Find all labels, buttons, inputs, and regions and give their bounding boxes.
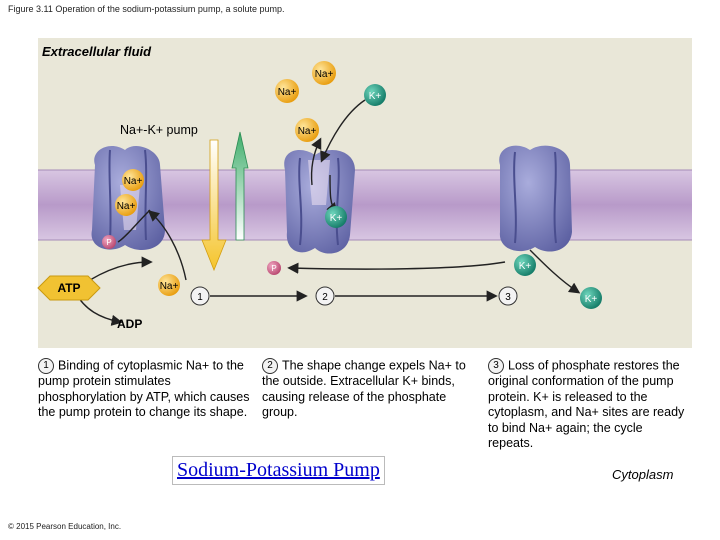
concentration-arrows	[201, 131, 249, 272]
phosphate	[102, 235, 116, 249]
ions	[37, 61, 602, 309]
k-ion	[325, 206, 347, 228]
pump-protein-3	[499, 145, 572, 252]
na-label: Na+	[124, 176, 143, 187]
na-label: Na+	[160, 281, 179, 292]
k-ion	[364, 84, 386, 106]
na-ion	[295, 118, 319, 142]
phosphate	[267, 261, 281, 275]
caption-text: Loss of phosphate restores the original …	[488, 358, 685, 450]
k-label: K+	[585, 294, 598, 305]
phosphate-label: P	[106, 238, 111, 247]
step-number: 2	[262, 358, 278, 374]
k-label: K+	[519, 261, 532, 272]
extracellular-label: Extracellular fluid	[42, 44, 152, 59]
na-label: Na+	[298, 126, 317, 137]
step-number: 1	[38, 358, 54, 374]
step-number: 3	[488, 358, 504, 374]
sodium-potassium-pump-link[interactable]: Sodium-Potassium Pump	[172, 456, 385, 485]
na-label: Na+	[278, 87, 297, 98]
phosphate-label: P	[271, 264, 276, 273]
na-ion	[275, 79, 299, 103]
step-marker-2-label: 2	[322, 292, 328, 303]
k-ion	[514, 254, 536, 276]
na-ion	[122, 169, 144, 191]
figure-title: Figure 3.11 Operation of the sodium-pota…	[8, 4, 285, 14]
na-label: Na+	[117, 201, 136, 212]
atp-shape	[37, 275, 101, 301]
step-marker-3-label: 3	[505, 292, 511, 303]
pump-label: Na+-K+ pump	[120, 123, 198, 137]
cytoplasm-label: Cytoplasm	[612, 467, 674, 482]
na-label: Na+	[315, 69, 334, 80]
step-marker-1-label: 1	[197, 292, 203, 303]
na-ion	[312, 61, 336, 85]
na-ion	[158, 274, 180, 296]
na-ion	[115, 194, 137, 216]
atp-label: ATP	[57, 281, 80, 295]
k-label: K+	[369, 91, 382, 102]
step-marker-3	[498, 286, 518, 306]
pump-protein-2	[284, 150, 355, 254]
copyright: © 2015 Pearson Education, Inc.	[8, 522, 122, 531]
caption-text: Binding of cytoplasmic Na+ to the pump p…	[38, 358, 250, 419]
step-marker-1	[190, 286, 210, 306]
k-label: K+	[330, 213, 343, 224]
step-marker-2	[315, 286, 335, 306]
adp-label: ADP	[117, 317, 142, 331]
caption-text: The shape change expels Na+ to the outsi…	[262, 358, 466, 419]
k-ion	[580, 287, 602, 309]
